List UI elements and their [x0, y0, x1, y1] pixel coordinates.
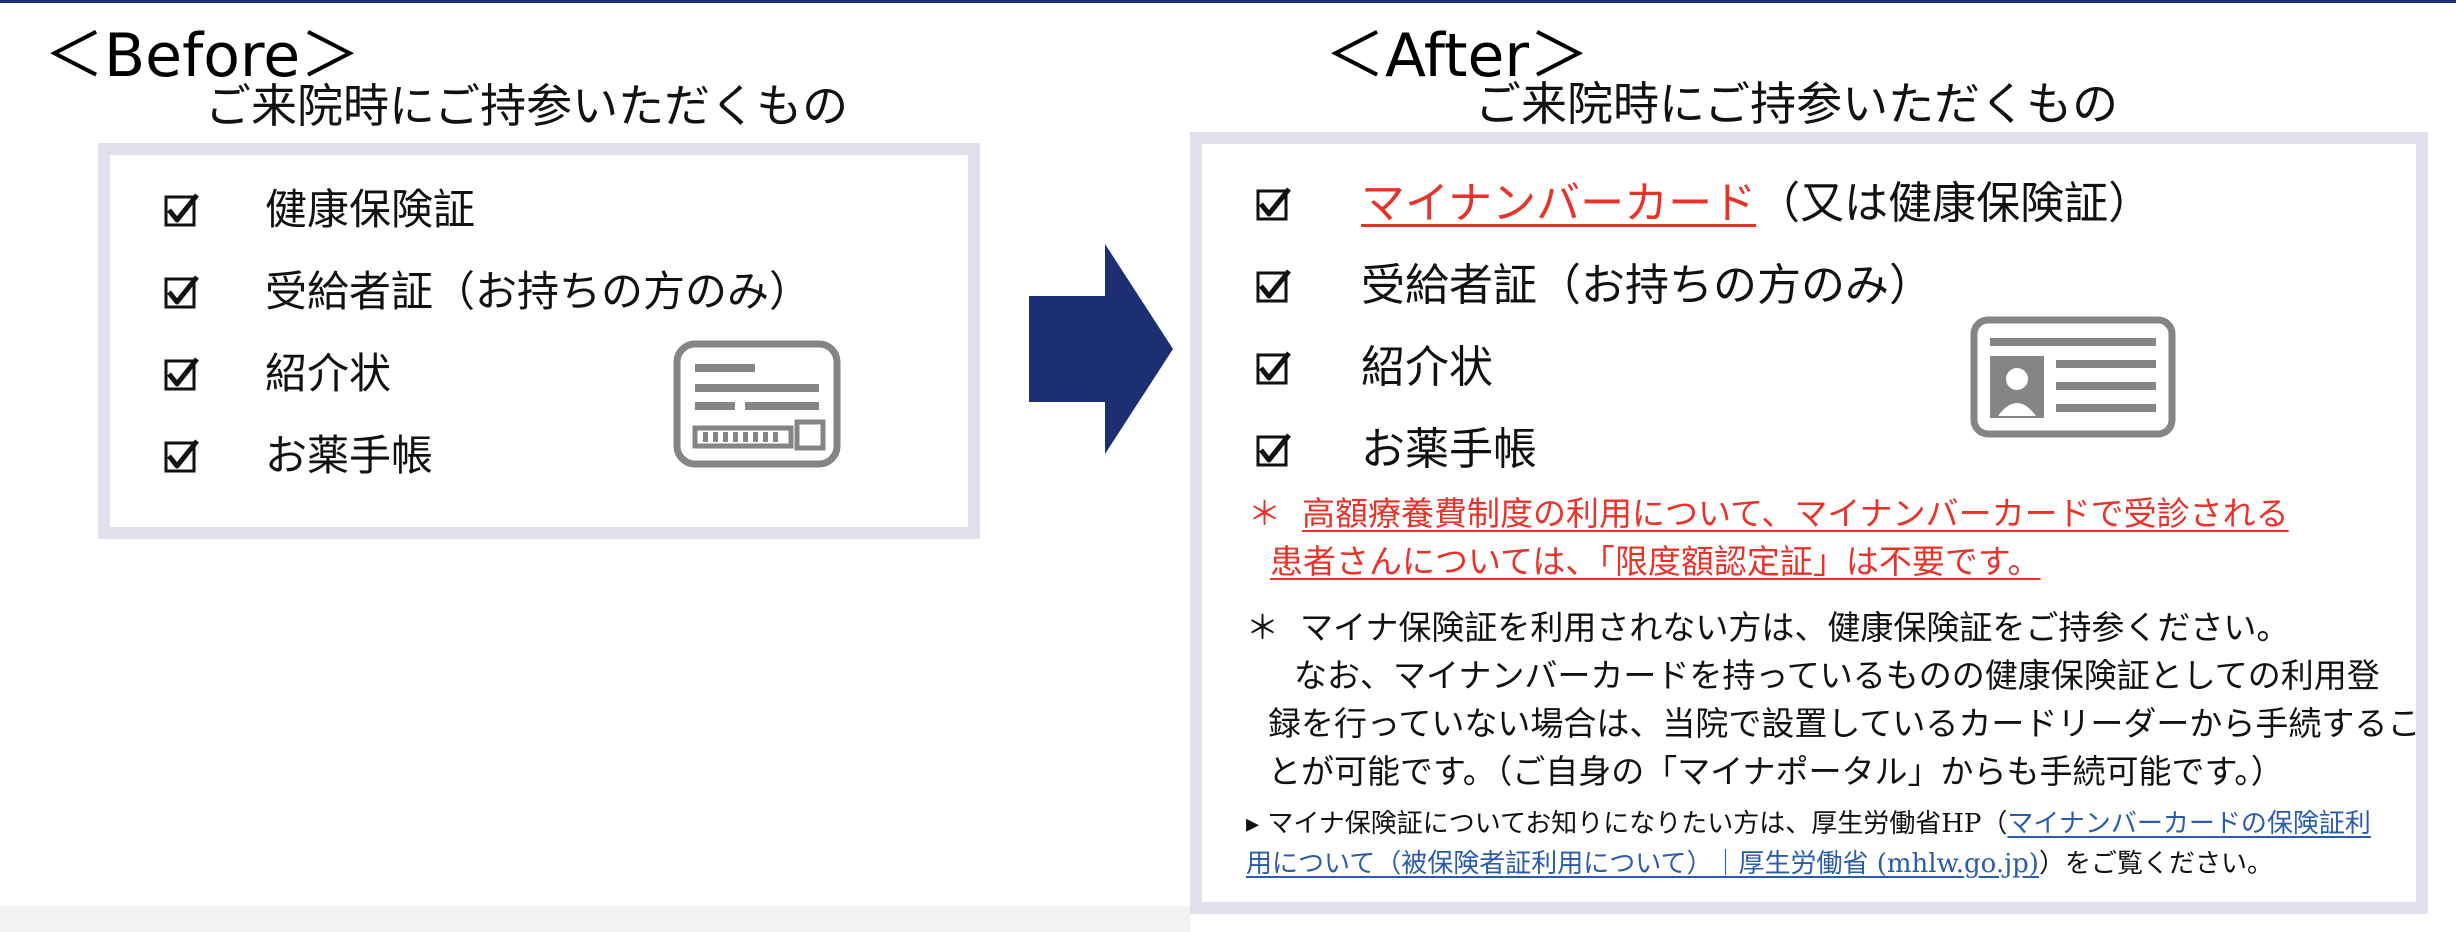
note-black-line-3: 録を行っていない場合は、当院で設置しているカードリーダーから手続するこ	[1268, 704, 2421, 743]
before-item-3: 紹介状	[163, 348, 391, 400]
note-red-line-1: 高額療養費制度の利用について、マイナンバーカードで受診される	[1301, 494, 2289, 533]
before-item-4: お薬手帳	[163, 430, 433, 482]
checkbox-checked-icon	[163, 274, 199, 310]
my-number-card-link[interactable]: マイナンバーカード	[1361, 178, 1757, 229]
item-label-suffix: （又は健康保険証）	[1756, 178, 2153, 229]
before-checklist-box	[98, 143, 980, 539]
reference-prefix: ▸ マイナ保険証についてお知りになりたい方は、厚生労働省HP（	[1246, 809, 2008, 839]
after-item-4: お薬手帳	[1255, 424, 1537, 476]
my-number-insurance-note: ＊ マイナ保険証を利用されない方は、健康保険証をご持参ください。 なお、マイナン…	[1246, 604, 2420, 796]
right-arrow-icon	[1029, 244, 1173, 454]
after-item-2: 受給者証（お持ちの方のみ）	[1255, 260, 1933, 312]
mhlw-link[interactable]: マイナンバーカードの保険証利	[2007, 809, 2371, 839]
item-label: 受給者証（お持ちの方のみ）	[265, 267, 812, 316]
mhlw-link-continued[interactable]: 用について（被保険者証利用について）｜厚生労働省 (mhlw.go.jp)	[1246, 849, 2039, 879]
before-item-1: 健康保険証	[163, 184, 475, 236]
after-item-1: マイナンバーカード（又は健康保険証）	[1255, 178, 2152, 230]
item-label: 健康保険証	[265, 185, 476, 234]
checkbox-checked-icon	[163, 356, 199, 392]
checkbox-checked-icon	[1255, 350, 1291, 386]
note-black-line-1: マイナ保険証を利用されない方は、健康保険証をご持参ください。	[1299, 608, 2290, 647]
after-checklist-box	[1190, 132, 2428, 914]
checkbox-checked-icon	[163, 192, 199, 228]
top-border	[0, 0, 2456, 3]
before-subtitle: ご来院時にご持参いただくもの	[205, 79, 849, 133]
item-label: 紹介状	[1361, 342, 1493, 393]
my-number-card-icon	[1970, 316, 2176, 438]
checkbox-checked-icon	[1255, 268, 1291, 304]
item-label: お薬手帳	[265, 431, 434, 480]
note-red-line-2: 患者さんについては、「限度額認定証」は不要です。	[1270, 542, 2041, 581]
mhlw-reference: ▸ マイナ保険証についてお知りになりたい方は、厚生労働省HP（マイナンバーカード…	[1246, 804, 2371, 884]
before-item-2: 受給者証（お持ちの方のみ）	[163, 266, 811, 318]
note-black-line-4: とが可能です。（ご自身の「マイナポータル」からも手続可能です。）	[1268, 752, 2284, 791]
checkbox-checked-icon	[1255, 432, 1291, 468]
note-star: ＊	[1246, 608, 1279, 647]
before-heading: ＜Before＞	[44, 21, 361, 91]
after-heading: ＜After＞	[1325, 21, 1590, 91]
item-label: 受給者証（お持ちの方のみ）	[1361, 260, 1933, 311]
item-label: マイナンバーカード（又は健康保険証）	[1361, 178, 2152, 230]
item-label: 紹介状	[265, 349, 392, 398]
checkbox-checked-icon	[1255, 186, 1291, 222]
insurance-card-icon	[673, 340, 841, 468]
note-black-line-2: なお、マイナンバーカードを持っているものの健康保険証としての利用登	[1294, 656, 2380, 695]
after-item-3: 紹介状	[1255, 342, 1493, 394]
item-label: お薬手帳	[1361, 424, 1537, 475]
checkbox-checked-icon	[163, 438, 199, 474]
high-cost-medical-note: ＊ 高額療養費制度の利用について、マイナンバーカードで受診される 患者さんについ…	[1248, 490, 2289, 586]
note-star: ＊	[1248, 494, 1281, 533]
bottom-gray-band	[0, 906, 1190, 932]
after-subtitle: ご来院時にご持参いただくもの	[1475, 77, 2119, 131]
reference-suffix: ）をご覧ください。	[2038, 849, 2273, 879]
